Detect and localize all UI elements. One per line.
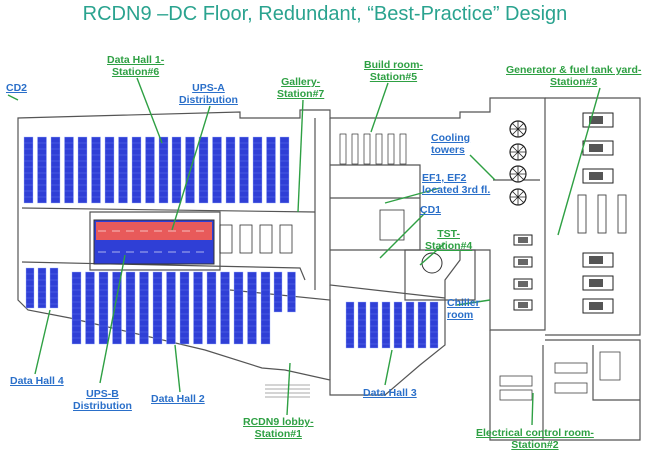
label-tst: TST- Station#4 <box>425 228 473 252</box>
build-room-desk <box>387 133 395 165</box>
server-rack-row <box>77 136 88 204</box>
chiller-units <box>513 234 533 311</box>
server-rack-row <box>64 136 74 204</box>
server-rack-row <box>239 136 249 204</box>
build-room-desk <box>339 133 347 165</box>
label-lobby: RCDN9 lobby- Station#1 <box>243 416 314 440</box>
rack-group-data-hall-2 <box>71 271 296 345</box>
server-rack-row <box>104 136 115 204</box>
rack-group-data-hall-4 <box>25 267 59 309</box>
server-rack-row <box>429 301 439 349</box>
electrical-panels <box>499 351 621 401</box>
server-rack-row <box>23 136 34 204</box>
rack-group-data-hall-3 <box>345 301 439 349</box>
stairs <box>265 384 310 398</box>
server-rack-row <box>25 267 35 309</box>
server-rack-row <box>50 136 61 204</box>
server-rack-row <box>118 136 128 204</box>
server-rack-row <box>49 267 59 309</box>
label-ups-a: UPS-A Distribution <box>179 82 238 106</box>
server-rack-row <box>393 301 403 349</box>
server-rack-row <box>171 136 182 204</box>
label-generator-yard: Generator & fuel tank yard- Station#3 <box>506 64 642 88</box>
label-data-hall-2: Data Hall 2 <box>151 393 205 405</box>
label-ef1-ef2: EF1, EF2 located 3rd fl. <box>422 172 491 196</box>
building-outline <box>17 97 641 441</box>
server-rack-row <box>405 301 415 349</box>
server-rack-row <box>145 136 155 204</box>
page-title: RCDN9 –DC Floor, Redundant, “Best-Practi… <box>82 3 568 25</box>
label-cd2: CD2 <box>6 82 28 94</box>
rack-group-build-room <box>339 133 407 165</box>
server-rack-row <box>37 267 47 309</box>
label-data-hall-1: Data Hall 1- Station#6 <box>107 54 165 78</box>
rack-group-data-hall-1 <box>23 136 290 204</box>
server-rack-row <box>287 271 296 313</box>
server-rack-row <box>91 136 101 204</box>
label-build-room: Build room- Station#5 <box>364 59 423 83</box>
label-chiller-room: Chiller room <box>447 297 480 321</box>
leader-lines <box>7 77 601 426</box>
ups-equipment-lines <box>98 230 204 253</box>
server-rack-row <box>357 301 367 349</box>
server-rack-row <box>198 136 209 204</box>
server-rack-row <box>279 136 290 204</box>
server-rack-row <box>417 301 427 349</box>
label-cd1: CD1 <box>420 204 442 216</box>
server-rack-row <box>131 136 142 204</box>
cooling-tower-fans <box>509 120 527 206</box>
label-gallery: Gallery- Station#7 <box>277 76 325 100</box>
server-rack-row <box>212 136 222 204</box>
build-room-desk <box>375 133 383 165</box>
build-room-desk <box>399 133 407 165</box>
label-data-hall-3: Data Hall 3 <box>363 387 417 399</box>
switchgear-units <box>219 209 405 254</box>
server-rack-row <box>37 136 47 204</box>
server-rack-row <box>266 136 276 204</box>
label-ups-b: UPS-B Distribution <box>73 388 132 412</box>
server-rack-row <box>273 271 283 313</box>
server-rack-row <box>345 301 355 349</box>
tst-tank <box>421 252 443 274</box>
generator-units <box>582 112 614 314</box>
label-electrical-control-room: Electrical control room- Station#2 <box>476 427 594 451</box>
server-rack-row <box>381 301 391 349</box>
server-rack-row <box>225 136 236 204</box>
server-rack-row <box>369 301 379 349</box>
fuel-tanks <box>577 194 627 234</box>
server-rack-row <box>252 136 263 204</box>
label-data-hall-4: Data Hall 4 <box>10 375 64 387</box>
label-cooling-towers: Cooling towers <box>431 132 471 156</box>
server-rack-row <box>158 136 169 204</box>
build-room-desk <box>363 133 371 165</box>
build-room-desk <box>351 133 359 165</box>
